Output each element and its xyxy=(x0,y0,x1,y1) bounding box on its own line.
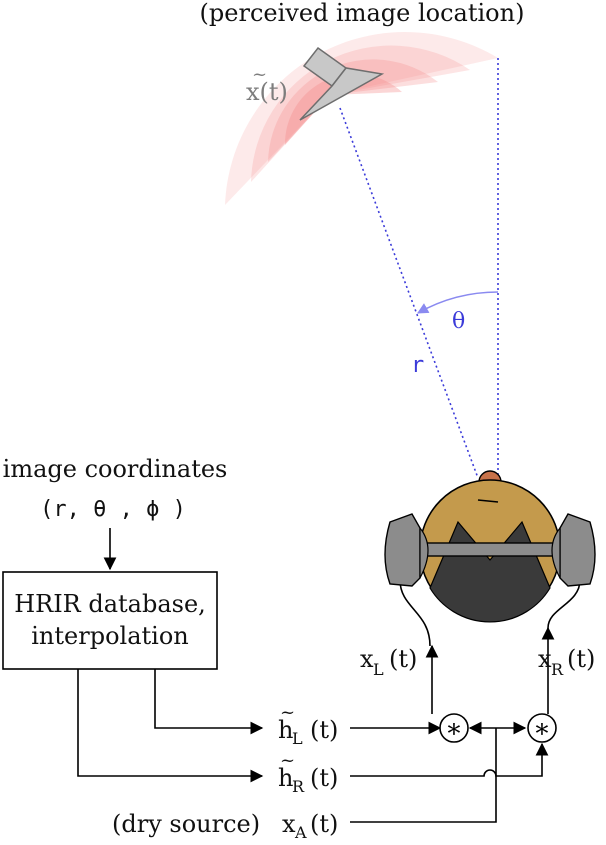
wire-hr xyxy=(77,669,264,783)
source-label: x(t) ~ xyxy=(246,64,288,106)
svg-text:(t): (t) xyxy=(310,810,338,838)
filter-left-label: h ~ L (t) xyxy=(278,702,338,748)
angle-label: θ xyxy=(452,309,465,334)
speaker-icon xyxy=(299,46,385,121)
sound-wave-ring-inner xyxy=(284,73,402,145)
wire-dry-source xyxy=(350,728,497,823)
svg-text:L: L xyxy=(373,660,384,679)
sound-wave-fan xyxy=(225,32,498,205)
tilde-mark: ~ xyxy=(280,750,295,771)
angle-arc xyxy=(417,291,499,314)
tilde-mark: ~ xyxy=(280,702,295,723)
hrir-box-line1: HRIR database, xyxy=(14,590,206,618)
svg-text:∗: ∗ xyxy=(445,714,463,744)
svg-text:A: A xyxy=(294,823,307,840)
svg-text:(dry source): (dry source) xyxy=(112,810,260,838)
svg-text:h: h xyxy=(278,764,293,792)
output-left-label: x L (t) xyxy=(360,645,417,679)
convolver-left: ∗ xyxy=(439,713,469,744)
svg-text:L: L xyxy=(292,729,303,748)
svg-text:(t): (t) xyxy=(310,764,338,792)
dry-source-label: (dry source) x A (t) xyxy=(112,810,338,842)
svg-text:(t): (t) xyxy=(310,716,338,744)
image-coordinates-tuple: (r, θ , ϕ ) xyxy=(40,497,186,522)
svg-text:(t): (t) xyxy=(389,645,417,673)
svg-text:x: x xyxy=(282,810,296,838)
left-cable xyxy=(399,579,431,647)
headphones-icon xyxy=(384,513,596,587)
svg-text:x: x xyxy=(538,645,552,673)
sound-wave-ring-3 xyxy=(251,45,470,183)
filter-right-label: h ~ R (t) xyxy=(278,750,338,796)
output-right-label: x R (t) xyxy=(538,645,595,679)
right-earcup xyxy=(559,513,596,587)
radius-label: r xyxy=(411,353,424,378)
svg-text:∗: ∗ xyxy=(533,714,551,744)
wire-hr-to-conv-right xyxy=(350,742,549,777)
svg-text:x(t): x(t) xyxy=(246,78,288,106)
left-earcup xyxy=(384,513,421,587)
wire-hl xyxy=(154,669,264,735)
brow xyxy=(477,499,499,503)
svg-text:R: R xyxy=(551,660,564,679)
left-earpad xyxy=(419,526,429,579)
radius-line xyxy=(339,107,479,479)
svg-text:R: R xyxy=(292,777,305,796)
right-cable xyxy=(547,579,581,629)
tilde-mark: ~ xyxy=(252,64,267,85)
svg-text:x: x xyxy=(360,645,374,673)
hrir-box-line2: interpolation xyxy=(31,622,188,650)
svg-text:(t): (t) xyxy=(567,645,595,673)
right-earpad xyxy=(551,526,561,579)
top-caption: (perceived image location) xyxy=(200,0,525,27)
convolver-right: ∗ xyxy=(527,713,557,744)
hrir-database-box xyxy=(2,571,218,670)
sound-wave-ring-2 xyxy=(268,59,438,162)
svg-text:h: h xyxy=(278,716,293,744)
image-coordinates-title: image coordinates xyxy=(3,455,228,483)
sound-wave-ring-outer xyxy=(225,32,498,205)
